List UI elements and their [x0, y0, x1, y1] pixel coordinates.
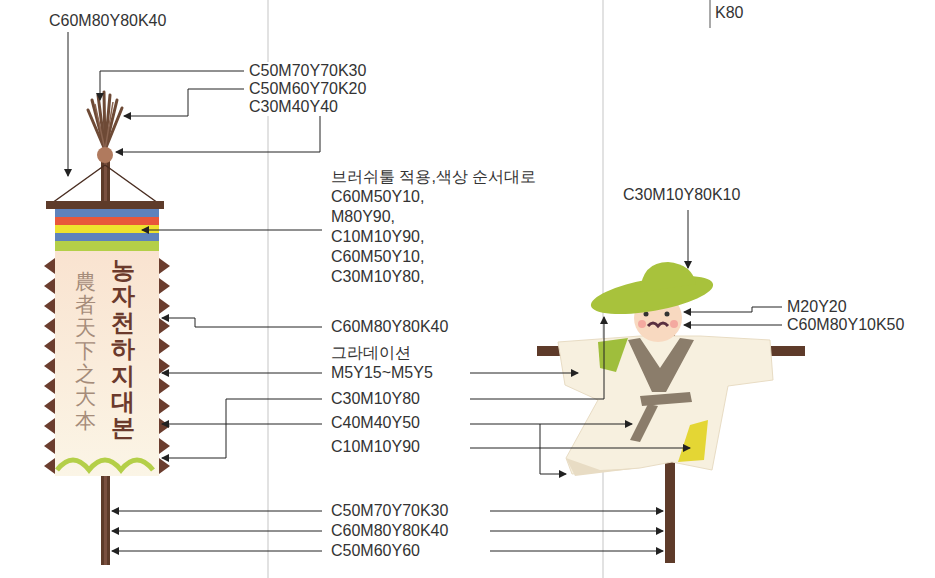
- color-label: C50M60Y70K20: [248, 80, 367, 98]
- banner-title: 농자천하지대본: [111, 257, 135, 442]
- color-label: 브러쉬툴 적용,색상 순서대로: [330, 168, 537, 186]
- color-label: C60M80Y10K50: [786, 316, 905, 334]
- color-label: C10M10Y90,: [330, 228, 425, 246]
- banner: 농자천하지대본 農者天下之大本: [55, 251, 159, 473]
- color-label: C60M80Y80K40: [48, 12, 167, 30]
- color-label: C60M80Y80K40: [330, 318, 449, 336]
- color-label: C30M40Y40: [248, 98, 339, 116]
- color-label: C50M60Y60: [330, 542, 421, 560]
- color-label: C50M70Y70K30: [330, 502, 449, 520]
- color-label: C50M70Y70K30: [248, 62, 367, 80]
- color-label: C60M50Y10,: [330, 248, 425, 266]
- color-label: C60M80Y80K40: [330, 522, 449, 540]
- color-label: M80Y90,: [330, 208, 396, 226]
- color-label: C30M10Y80: [330, 390, 421, 408]
- color-label: C40M40Y50: [330, 414, 421, 432]
- color-label: 그라데이션: [330, 344, 412, 362]
- color-label: C10M10Y90: [330, 438, 421, 456]
- color-label: C60M50Y10,: [330, 188, 425, 206]
- banner-hanja: 農者天下之大本: [75, 271, 96, 433]
- color-label: M5Y15~M5Y5: [330, 364, 434, 382]
- color-label: K80: [714, 4, 744, 22]
- color-label: C30M10Y80K10: [622, 186, 741, 204]
- color-label: C30M10Y80,: [330, 268, 425, 286]
- color-label: M20Y20: [786, 298, 848, 316]
